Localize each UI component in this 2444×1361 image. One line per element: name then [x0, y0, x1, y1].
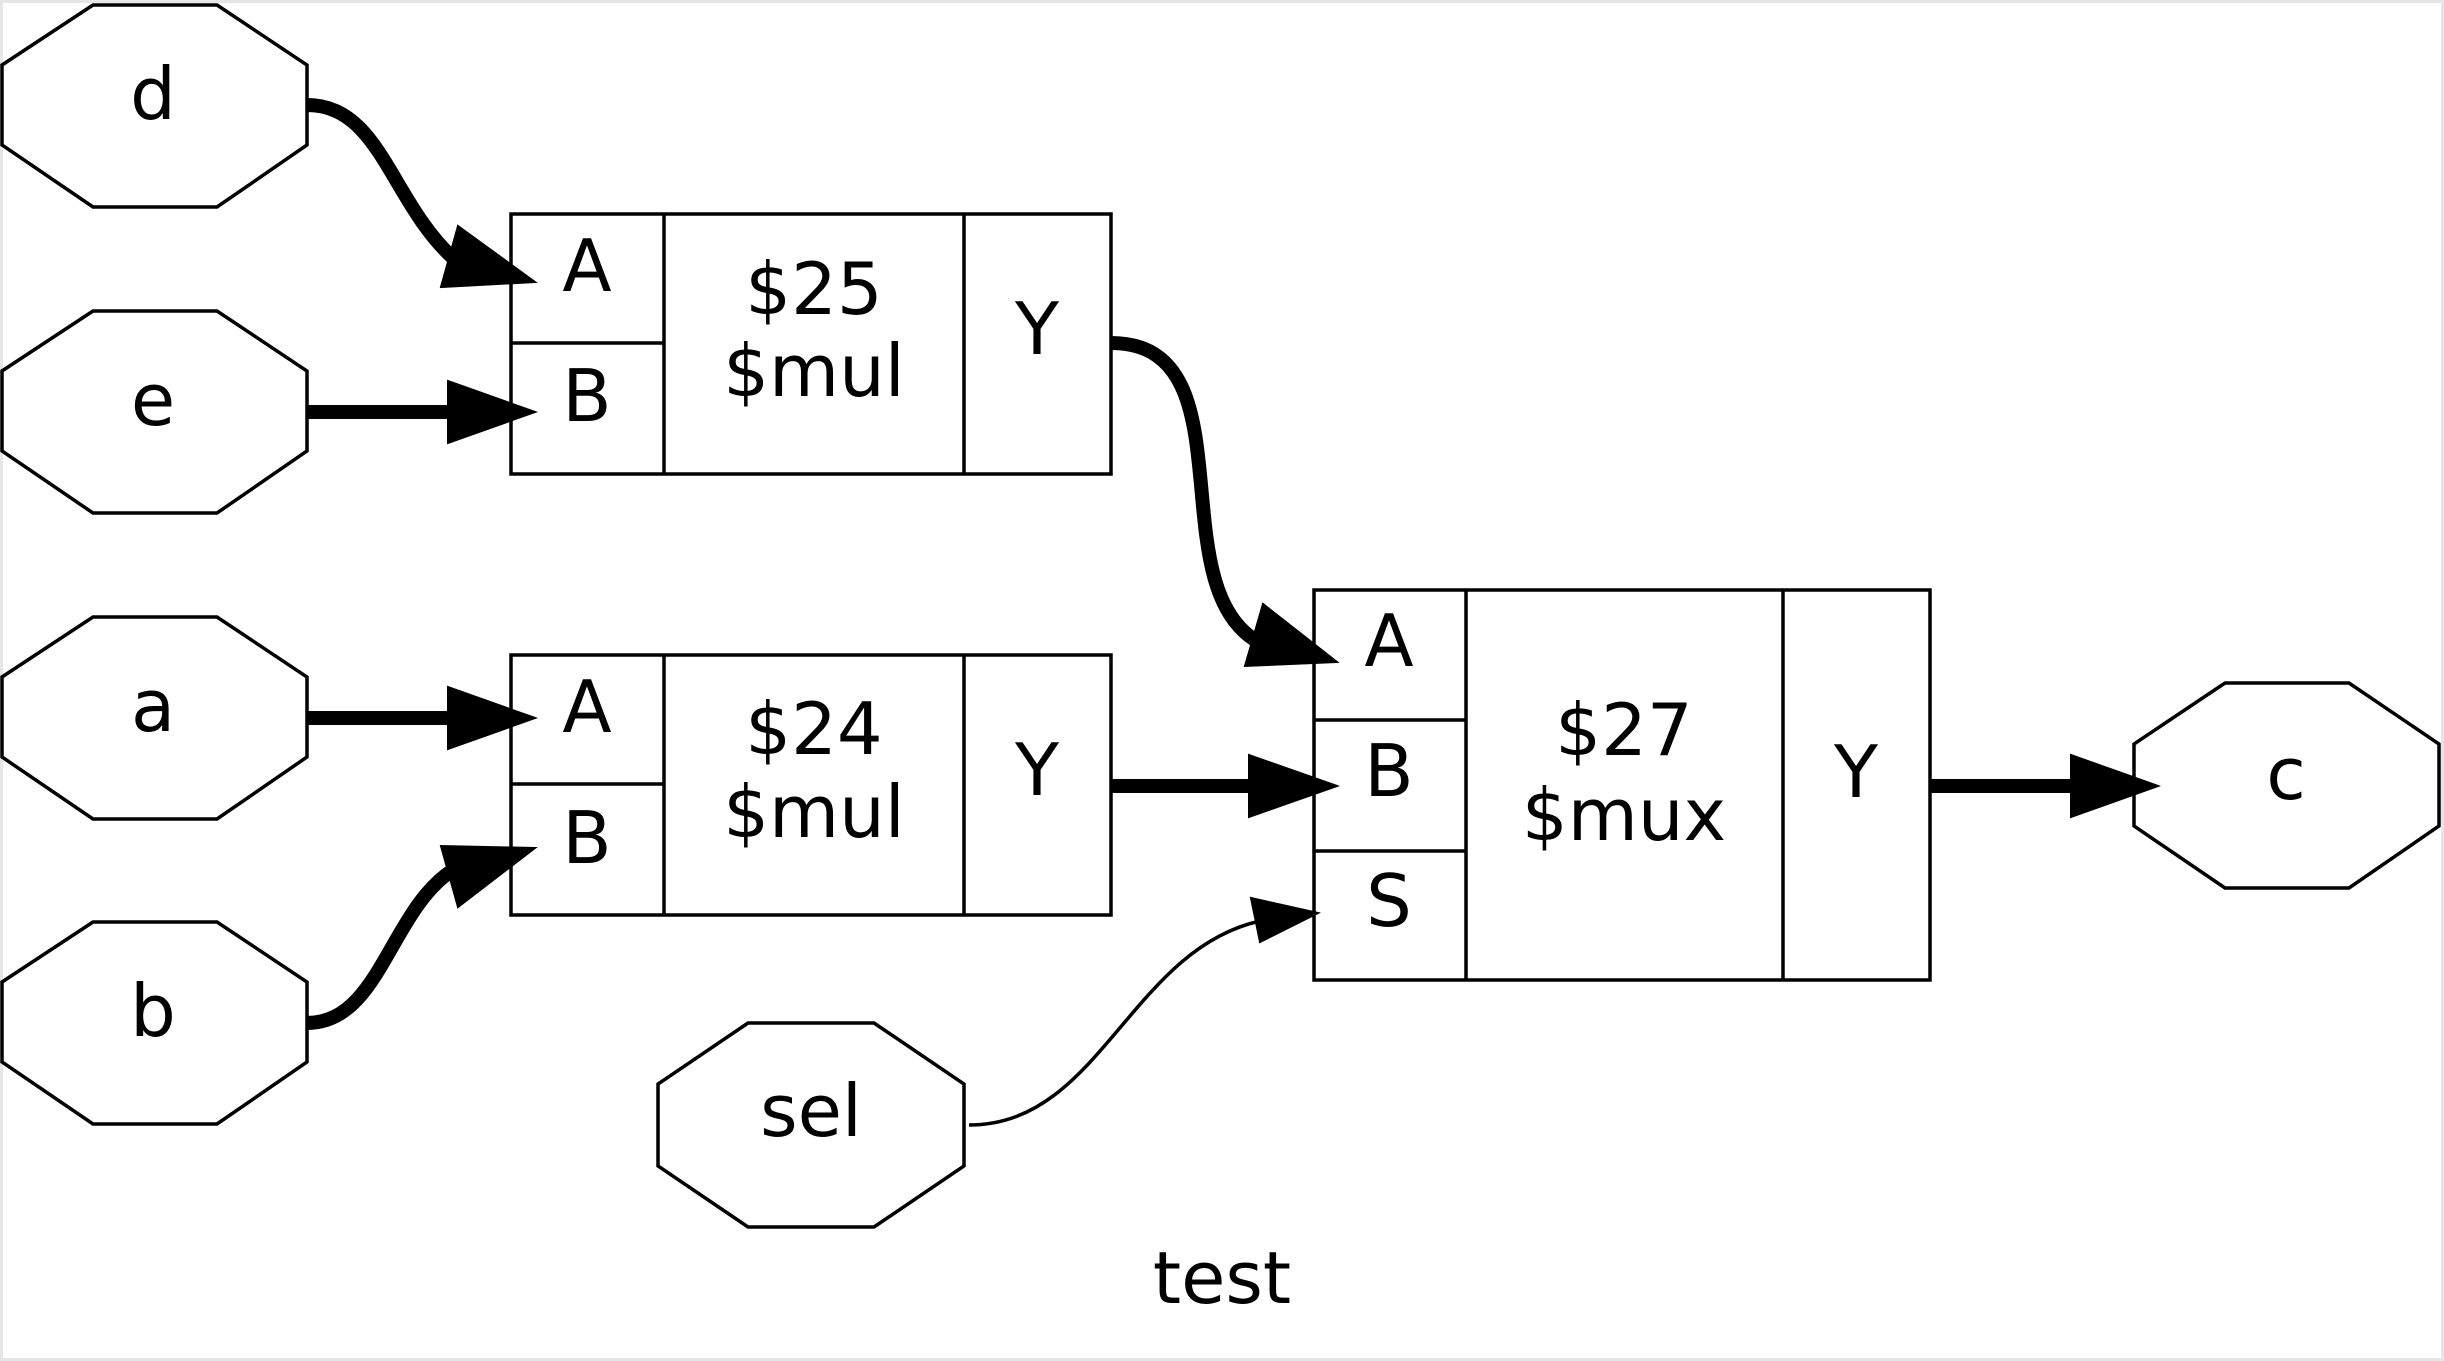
port-e: e [0, 309, 309, 515]
wire-mux27-to-c [1930, 753, 2161, 819]
port-c-label: c [2266, 732, 2306, 816]
port-sel-label: sel [760, 1069, 862, 1153]
port-d: d [0, 3, 309, 209]
cell-mul-25-port-y: Y [1014, 287, 1060, 371]
cell-mux-27-port-s: S [1366, 859, 1412, 943]
port-c: c [2132, 681, 2441, 890]
wire-b-to-mul24-b [306, 844, 538, 1030]
port-sel: sel [656, 1021, 966, 1229]
cell-mul-24-type: $mul [723, 770, 905, 854]
cell-mul-24-id: $24 [745, 687, 882, 771]
cell-mul-25-type: $mul [723, 329, 905, 413]
cell-mul-25-port-b: B [562, 354, 611, 438]
cell-mul-24-port-b: B [562, 796, 611, 880]
port-e-label: e [131, 358, 175, 442]
cell-mul-24: A B $24 $mul Y [509, 653, 1113, 917]
wire-e-to-mul25-b [307, 379, 538, 445]
cell-mul-25: A B $25 $mul Y [509, 212, 1113, 476]
port-a: a [0, 615, 309, 821]
cell-mul-24-port-a: A [562, 665, 611, 749]
cell-mux-27-port-a: A [1364, 599, 1413, 683]
port-b: b [0, 920, 309, 1126]
cell-mul-24-port-y: Y [1014, 728, 1060, 812]
wire-a-to-mul24-a [307, 685, 538, 751]
diagram-title: test [1153, 1236, 1291, 1320]
cell-mul-25-port-a: A [562, 224, 611, 308]
port-d-label: d [130, 52, 176, 136]
cell-mux-27-id: $27 [1555, 688, 1692, 772]
wire-mul24-to-mux27-b [1111, 753, 1341, 819]
wire-d-to-mul25-a [306, 98, 538, 289]
cell-mux-27-port-y: Y [1833, 730, 1879, 814]
cell-mux-27-type: $mux [1522, 773, 1726, 857]
port-b-label: b [130, 969, 176, 1053]
wire-sel-to-mux27-s [968, 896, 1321, 1127]
port-a-label: a [131, 664, 175, 748]
wire-mul25-to-mux27-a [1110, 336, 1340, 668]
cell-mul-25-id: $25 [745, 247, 882, 331]
cell-mux-27-port-b: B [1364, 729, 1413, 813]
cell-mux-27: A B S $27 $mux Y [1312, 588, 1932, 982]
